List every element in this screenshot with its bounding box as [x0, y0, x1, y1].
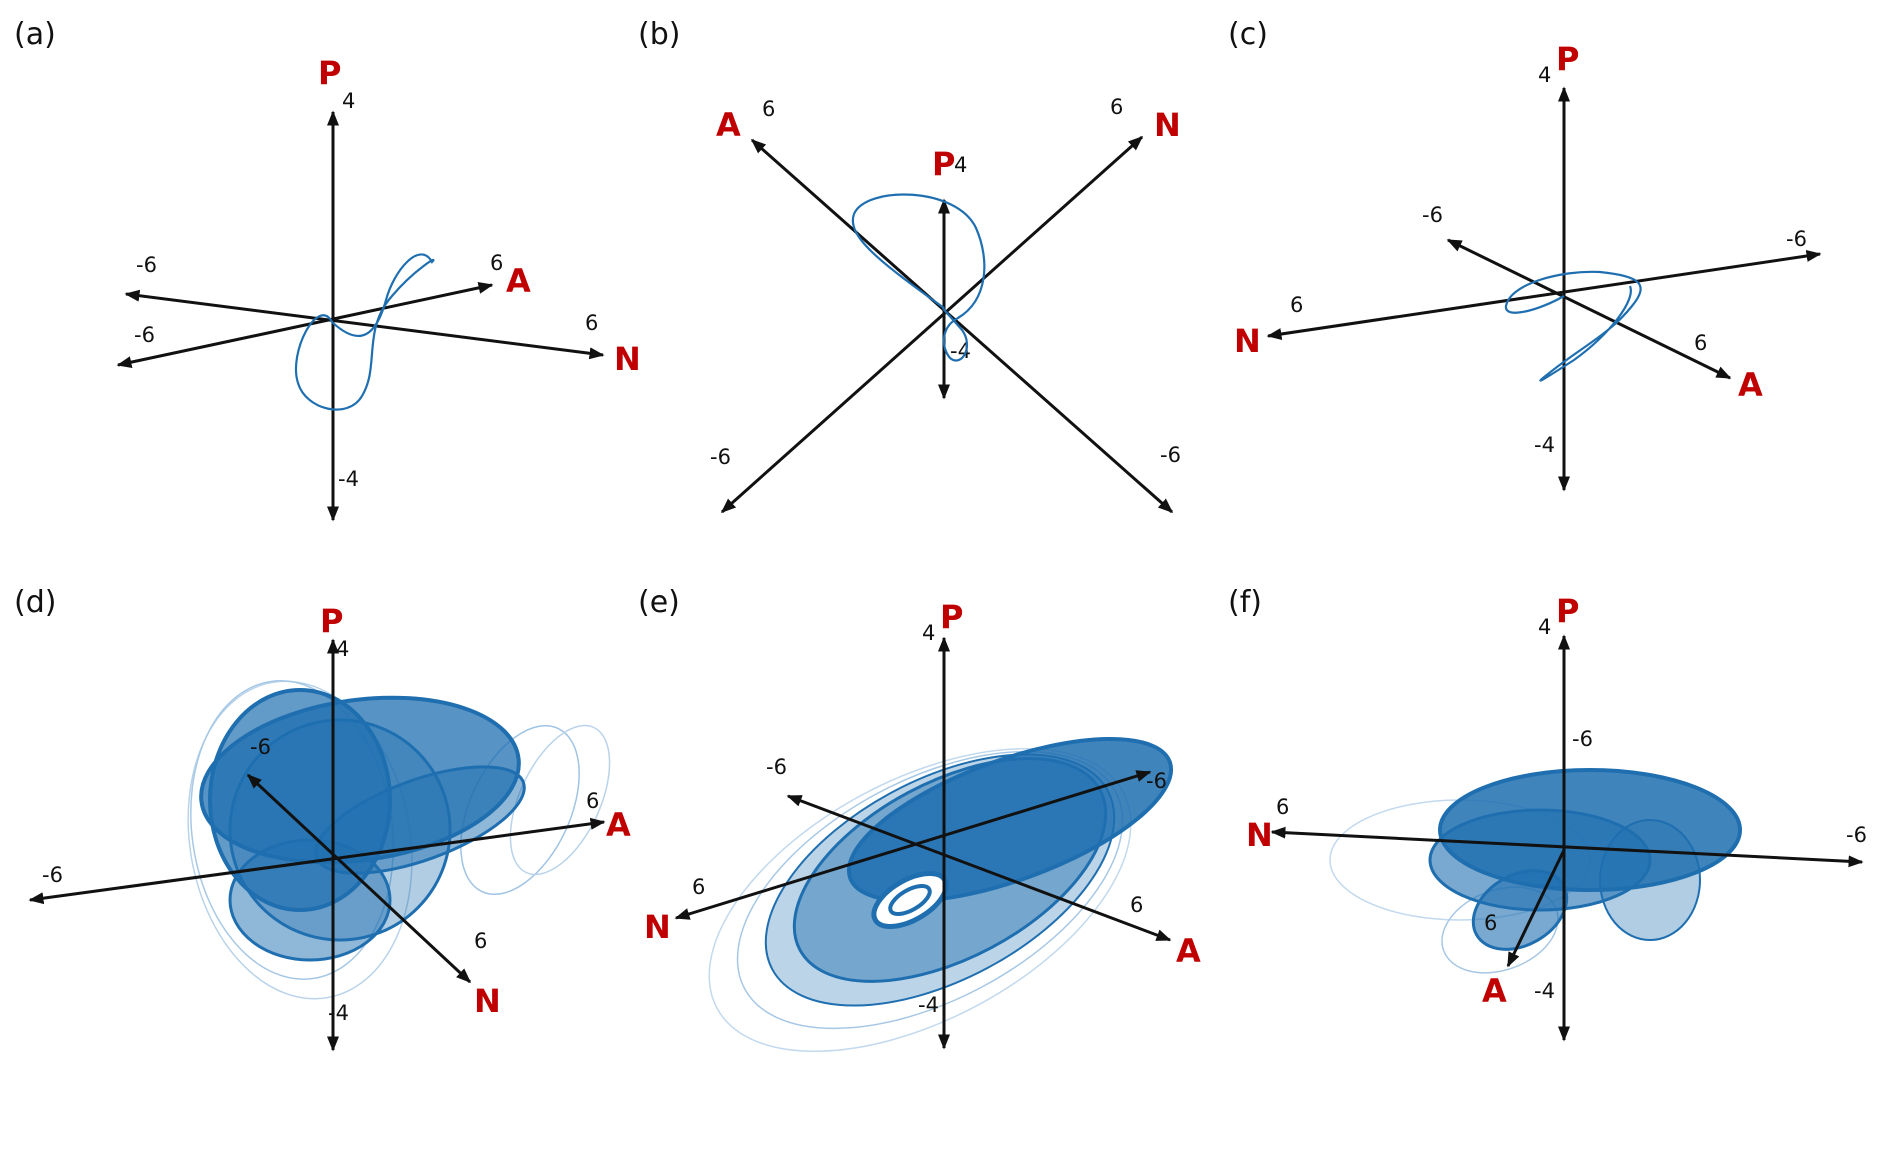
tick-p-pos: 4	[954, 153, 967, 177]
tick-a-neg: -6	[1572, 727, 1593, 751]
tick-a-pos: 6	[762, 97, 775, 121]
tick-n-neg: -6	[710, 445, 731, 469]
trajectory-curve	[851, 193, 986, 362]
tick-p-neg: -4	[950, 339, 971, 363]
axis-label-p: P	[940, 598, 963, 636]
axis-label-p: P	[1556, 40, 1579, 78]
tick-p-pos: 4	[336, 637, 349, 661]
n-axis	[720, 135, 1144, 514]
tick-a-neg: -6	[1160, 443, 1181, 467]
tick-p-neg: -4	[1534, 979, 1555, 1003]
axis-label-n: N	[614, 340, 641, 378]
panel-label: (f)	[1228, 585, 1262, 620]
panel-e: (e) P 4 -4 A 6 -6 N 6 -6	[638, 585, 1201, 1053]
n-axis	[674, 770, 1152, 920]
tick-p-pos: 4	[1538, 63, 1551, 87]
axis-label-a: A	[716, 106, 741, 144]
panel-a: (a) P 4 -4 A 6 -6 N 6 -6	[14, 17, 641, 522]
tick-p-neg: -4	[328, 1001, 349, 1025]
a-axis	[1446, 238, 1732, 380]
axis-label-a: A	[1482, 972, 1507, 1010]
tick-a-neg: -6	[42, 863, 63, 887]
axis-label-n: N	[1154, 106, 1181, 144]
axis-label-p: P	[1556, 592, 1579, 630]
tick-n-neg: -6	[1846, 823, 1867, 847]
tick-n-neg: -6	[136, 253, 157, 277]
panel-b: (b) P 4 -4 A 6 -6 N 6 -6	[638, 17, 1181, 514]
tick-a-neg: -6	[1422, 203, 1443, 227]
panel-label: (e)	[638, 585, 680, 620]
tick-a-neg: -6	[766, 755, 787, 779]
axis-label-n: N	[474, 982, 501, 1020]
n-axis	[124, 289, 605, 360]
axis-label-a: A	[606, 806, 631, 844]
tick-a-pos: 6	[1694, 331, 1707, 355]
trajectory-cloud	[708, 737, 1174, 1053]
tick-a-neg: -6	[134, 323, 155, 347]
a-axis	[750, 138, 1174, 514]
trajectory-curve	[294, 253, 435, 411]
n-axis	[1266, 250, 1822, 340]
panel-label: (a)	[14, 17, 56, 52]
tick-n-pos: 6	[1276, 795, 1289, 819]
n-axis	[1270, 826, 1864, 868]
axis-label-a: A	[1176, 932, 1201, 970]
tick-n-neg: -6	[1146, 769, 1167, 793]
tick-p-neg: -4	[338, 467, 359, 491]
tick-p-pos: 4	[1538, 615, 1551, 639]
panel-label: (b)	[638, 17, 680, 52]
axis-label-p: P	[320, 602, 343, 640]
tick-n-neg: -6	[1786, 227, 1807, 251]
panel-label: (d)	[14, 585, 56, 620]
axis-label-a: A	[1738, 366, 1763, 404]
panel-label: (c)	[1228, 17, 1268, 52]
axis-label-n: N	[1234, 322, 1261, 360]
tick-a-pos: 6	[1484, 911, 1497, 935]
panel-f: (f) P 4 -4 A 6 -6 N 6 -6	[1228, 585, 1867, 1042]
tick-p-pos: 4	[922, 621, 935, 645]
tick-n-pos: 6	[1290, 293, 1303, 317]
trajectory-cloud	[187, 680, 611, 1000]
tick-n-pos: 6	[585, 311, 598, 335]
trajectory-curve	[1504, 270, 1642, 382]
tick-a-pos: 6	[1130, 893, 1143, 917]
axis-label-n: N	[644, 908, 671, 946]
axis-label-p: P	[318, 54, 341, 92]
tick-p-neg: -4	[918, 993, 939, 1017]
tick-a-pos: 6	[490, 251, 503, 275]
n-axis	[246, 773, 472, 984]
tick-n-neg: -6	[250, 735, 271, 759]
axis-label-p: P	[932, 145, 955, 183]
panel-c: (c) P 4 -4 A 6 -6 N 6 -6	[1228, 17, 1822, 492]
a-axis	[1506, 849, 1566, 968]
tick-n-pos: 6	[1110, 95, 1123, 119]
tick-a-pos: 6	[586, 789, 599, 813]
panel-d: (d) P 4 -4 A 6 -6 N 6 -6	[14, 585, 631, 1052]
a-axis	[116, 281, 494, 369]
tick-n-pos: 6	[474, 929, 487, 953]
tick-p-neg: -4	[1534, 433, 1555, 457]
axis-label-a: A	[506, 262, 531, 300]
axis-label-n: N	[1246, 816, 1273, 854]
trajectory-cloud	[1329, 768, 1742, 974]
tick-p-pos: 4	[342, 89, 355, 113]
tick-n-pos: 6	[692, 875, 705, 899]
